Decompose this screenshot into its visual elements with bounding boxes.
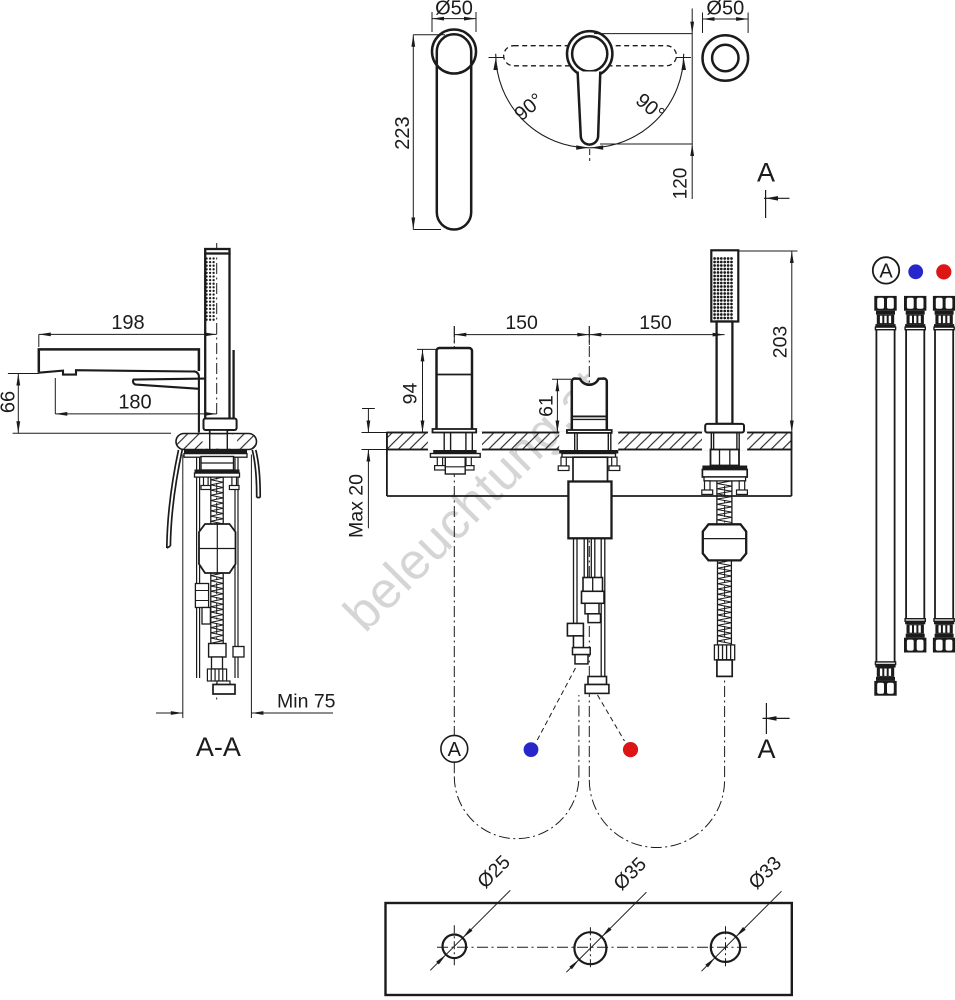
svg-text:Ø50: Ø50: [435, 0, 473, 20]
svg-text:A: A: [757, 734, 775, 764]
svg-text:66: 66: [0, 391, 20, 413]
svg-text:150: 150: [505, 312, 538, 334]
svg-text:203: 203: [770, 326, 792, 359]
svg-text:A: A: [448, 739, 462, 761]
svg-text:A: A: [757, 158, 775, 188]
svg-text:180: 180: [118, 392, 151, 414]
svg-text:120: 120: [671, 168, 692, 200]
svg-text:A-A: A-A: [196, 732, 241, 762]
svg-text:Ø50: Ø50: [706, 0, 744, 20]
svg-text:198: 198: [111, 312, 144, 334]
svg-text:A: A: [879, 260, 893, 282]
svg-text:150: 150: [639, 312, 672, 334]
svg-text:61: 61: [536, 395, 558, 417]
svg-text:223: 223: [392, 116, 414, 149]
svg-text:Max 20: Max 20: [346, 474, 368, 538]
svg-text:Min 75: Min 75: [277, 691, 336, 713]
svg-text:94: 94: [400, 383, 422, 405]
